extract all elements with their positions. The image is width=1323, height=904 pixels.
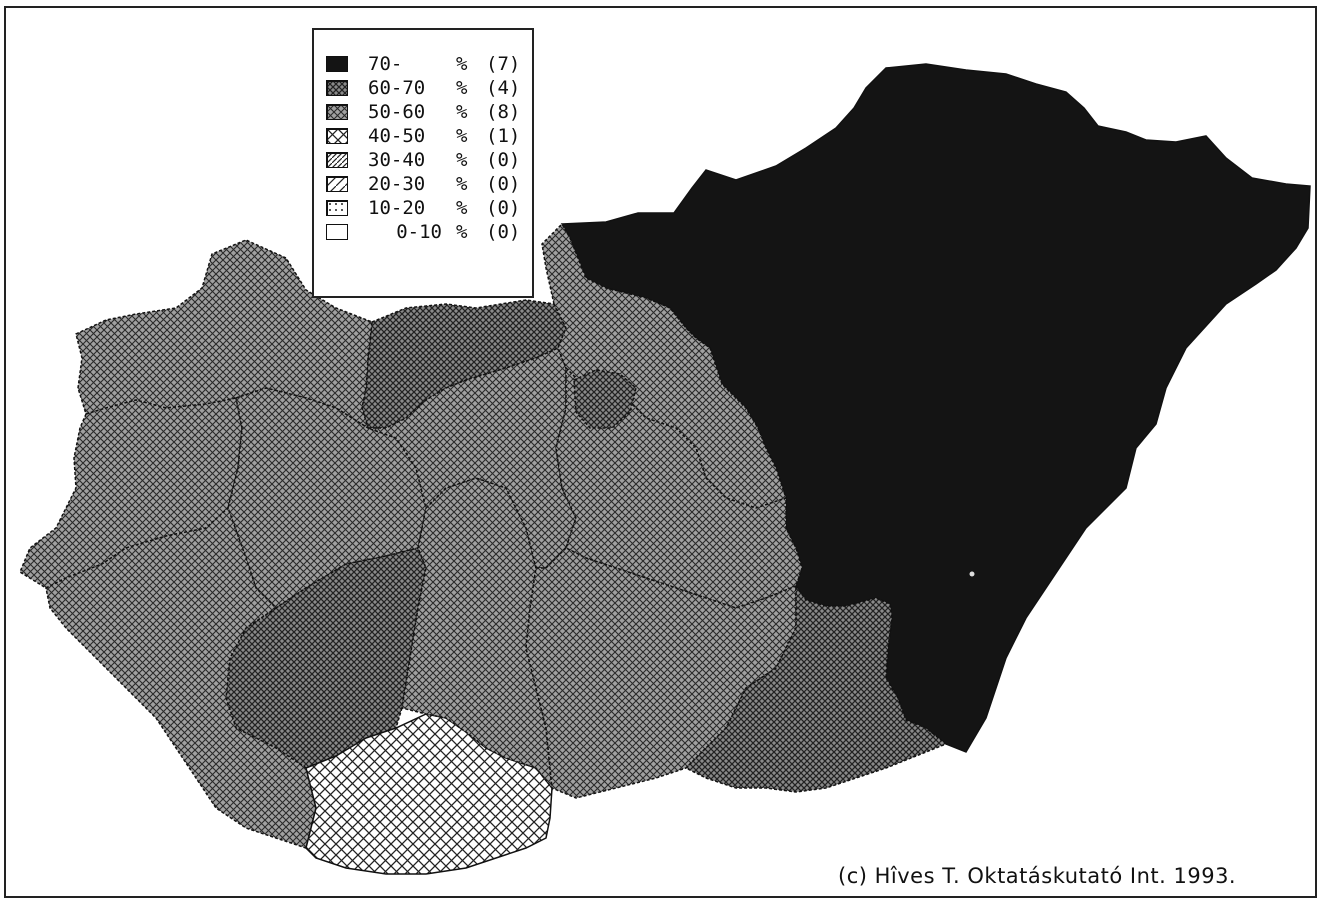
legend-swatch-cross (326, 104, 348, 120)
region-baranya (305, 713, 553, 875)
legend-count: (4) (486, 77, 521, 99)
legend-unit: % (456, 149, 468, 171)
legend-item: 30-40 % (0) (326, 148, 520, 172)
legend-count: (0) (486, 149, 521, 171)
map-legend: 70- % (7) 60-70 % (4) 50-60 % (8) 40-50 … (312, 28, 534, 298)
legend-unit: % (456, 125, 468, 147)
legend-unit: % (456, 197, 468, 219)
region-west (19, 397, 243, 589)
legend-item: 20-30 % (0) (326, 172, 520, 196)
legend-swatch-empty (326, 224, 348, 240)
legend-unit: % (456, 173, 468, 195)
legend-range: 70- (368, 53, 403, 75)
legend-item: 50-60 % (8) (326, 100, 520, 124)
legend-unit: % (456, 53, 468, 75)
legend-range: 0-10 (396, 221, 442, 243)
legend-unit: % (456, 77, 468, 99)
region-southeast-dense (684, 583, 948, 793)
legend-item: 60-70 % (4) (326, 76, 520, 100)
legend-range: 20-30 (368, 173, 426, 195)
legend-swatch-dense-cross (326, 80, 348, 96)
legend-swatch-dense-diagonal (326, 152, 348, 168)
region-enclave (573, 369, 637, 429)
legend-count: (0) (486, 173, 521, 195)
map-dot-marker (969, 571, 975, 577)
legend-count: (7) (486, 53, 521, 75)
copyright-credit: (c) Hîves T. Oktatáskutató Int. 1993. (838, 864, 1237, 888)
legend-item: 40-50 % (1) (326, 124, 520, 148)
region-southwest (45, 506, 317, 849)
legend-item: 10-20 % (0) (326, 196, 520, 220)
legend-swatch-dots (326, 200, 348, 216)
legend-unit: % (456, 101, 468, 123)
legend-range: 10-20 (368, 197, 426, 219)
legend-swatch-solid (326, 56, 348, 72)
region-szolnok (555, 366, 803, 609)
legend-range: 30-40 (368, 149, 426, 171)
legend-unit: % (456, 221, 468, 243)
legend-range: 50-60 (368, 101, 426, 123)
legend-range: 40-50 (368, 125, 426, 147)
legend-item: 70- % (7) (326, 52, 520, 76)
legend-item: 0-10 % (0) (326, 220, 520, 244)
legend-count: (0) (486, 197, 521, 219)
legend-swatch-open-cross (326, 128, 348, 144)
legend-range: 60-70 (368, 77, 426, 99)
legend-swatch-diagonal (326, 176, 348, 192)
map-frame: 70- % (7) 60-70 % (4) 50-60 % (8) 40-50 … (4, 6, 1317, 898)
legend-count: (0) (486, 221, 521, 243)
legend-count: (1) (486, 125, 521, 147)
legend-count: (8) (486, 101, 521, 123)
hungary-county-map (19, 63, 1311, 875)
region-veszprem (227, 387, 427, 609)
